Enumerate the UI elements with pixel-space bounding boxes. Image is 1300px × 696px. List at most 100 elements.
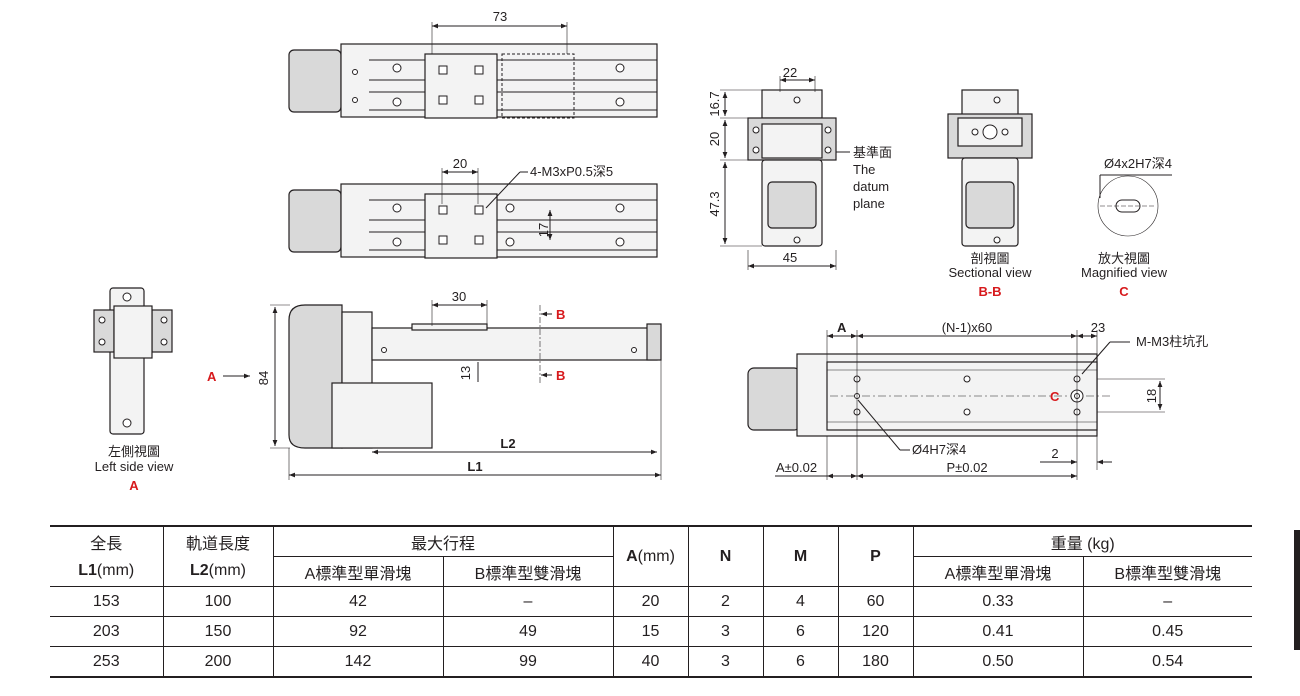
- header-stroke: 最大行程: [272, 525, 613, 557]
- dim-45: 45: [783, 250, 797, 265]
- dim-hole-4x2: Ø4x2H7深4: [1104, 156, 1172, 171]
- cell-weight-b: 0.45: [1082, 616, 1252, 647]
- top-view-1: 73: [288, 9, 658, 119]
- cell-m: 6: [762, 616, 838, 647]
- dim-2: 2: [1051, 446, 1058, 461]
- datum-en-3: plane: [853, 196, 885, 211]
- table-row: 203 150 92 49 15 3 6 120 0.41 0.45: [50, 616, 1252, 647]
- cell-n: 3: [687, 646, 763, 678]
- spec-table: 全長 軌道長度 最大行程 A(mm) N M P 重量 (kg) L1(mm) …: [50, 525, 1252, 678]
- cell-n: 3: [687, 616, 763, 647]
- header-m: M: [762, 525, 838, 587]
- technical-drawing: 73 20 4-M3xP0.5深5 17 84: [93, 9, 1208, 493]
- dim-84: 84: [256, 371, 271, 385]
- sectional-view: 剖視圖 Sectional view B-B: [947, 89, 1033, 299]
- cell-l2: 200: [162, 646, 273, 678]
- left-view-tag: A: [129, 478, 139, 493]
- header-row-1: 全長 軌道長度 最大行程 A(mm) N M P 重量 (kg): [50, 525, 1252, 587]
- cell-stroke-a: 142: [272, 646, 443, 678]
- header-weight-b: B標準型雙滑塊: [1082, 556, 1252, 587]
- header-l1-var: L1: [78, 562, 97, 580]
- header-l2-unit: (mm): [208, 562, 246, 580]
- magnified-view: Ø4x2H7深4 放大視圖 Magnified view C: [1081, 156, 1172, 299]
- cell-stroke-a: 92: [272, 616, 443, 647]
- datum-zh: 基準面: [853, 145, 892, 160]
- dim-30: 30: [452, 289, 466, 304]
- top-view-2: 20 4-M3xP0.5深5 17: [288, 156, 658, 259]
- header-a-unit: (mm): [637, 547, 675, 565]
- cell-l1: 203: [50, 616, 163, 647]
- view-arrow-a: A: [207, 369, 217, 384]
- header-row-2: L1(mm) L2(mm) A標準型單滑塊 B標準型雙滑塊 A標準型單滑塊 B標…: [50, 556, 1252, 587]
- cut-b-bottom: B: [556, 368, 565, 383]
- bottom-view: C A (N-1)x60 23 M-M3柱坑孔 18 2 Ø4H7深4 A±0.…: [747, 320, 1208, 480]
- cell-stroke-b: –: [442, 586, 613, 617]
- mag-zh: 放大視圖: [1098, 251, 1150, 266]
- cell-p: 60: [837, 586, 913, 617]
- cell-weight-a: 0.50: [912, 646, 1083, 678]
- table-row: 153 100 42 – 20 2 4 60 0.33 –: [50, 586, 1252, 617]
- header-stroke-b: B標準型雙滑塊: [442, 556, 613, 587]
- dim-p-tol: P±0.02: [946, 460, 987, 475]
- cell-m: 4: [762, 586, 838, 617]
- header-weight-a: A標準型單滑塊: [912, 556, 1083, 587]
- dim-a-top: A: [837, 320, 847, 335]
- section-zh: 剖視圖: [970, 251, 1009, 266]
- header-l1-zh: 全長: [90, 535, 123, 553]
- header-l2: 軌道長度: [162, 525, 273, 557]
- dim-22: 22: [783, 65, 797, 80]
- left-side-view: 左側視圖 Left side view A: [93, 287, 174, 493]
- dim-20: 20: [453, 156, 467, 171]
- section-tag: B-B: [978, 284, 1001, 299]
- mag-tag: C: [1119, 284, 1129, 299]
- header-a-var: A: [626, 547, 638, 565]
- cell-l1: 153: [50, 586, 163, 617]
- dim-20-v: 20: [707, 132, 722, 146]
- cell-l1: 253: [50, 646, 163, 678]
- dim-tap: 4-M3xP0.5深5: [530, 164, 613, 179]
- dim-17: 17: [536, 223, 551, 237]
- mag-en: Magnified view: [1081, 265, 1168, 280]
- section-en: Sectional view: [948, 265, 1032, 280]
- table-row: 253 200 142 99 40 3 6 180 0.50 0.54: [50, 646, 1252, 678]
- cell-p: 120: [837, 616, 913, 647]
- cell-m: 6: [762, 646, 838, 678]
- dim-a-tol: A±0.02: [776, 460, 817, 475]
- header-m-label: M: [793, 547, 808, 565]
- cell-a: 20: [612, 586, 688, 617]
- header-weight: 重量 (kg): [912, 525, 1252, 557]
- cell-weight-a: 0.41: [912, 616, 1083, 647]
- header-p: P: [837, 525, 913, 587]
- c-marker: C: [1050, 389, 1060, 404]
- cell-l2: 100: [162, 586, 273, 617]
- cell-weight-b: –: [1082, 586, 1252, 617]
- dim-hole-4: Ø4H7深4: [912, 442, 966, 457]
- header-l1-unit: (mm): [96, 562, 135, 580]
- dim-pitch: (N-1)x60: [942, 320, 993, 335]
- header-p-label: P: [870, 547, 881, 565]
- cell-stroke-b: 49: [442, 616, 613, 647]
- header-n-label: N: [719, 547, 732, 565]
- datum-en-1: The: [853, 162, 875, 177]
- cell-stroke-b: 99: [442, 646, 613, 678]
- dim-L2: L2: [500, 436, 515, 451]
- dim-mm3: M-M3柱坑孔: [1136, 334, 1208, 349]
- cell-p: 180: [837, 646, 913, 678]
- datum-en-2: datum: [853, 179, 889, 194]
- header-l1: 全長: [50, 525, 163, 557]
- header-n: N: [687, 525, 763, 587]
- cell-a: 15: [612, 616, 688, 647]
- cell-n: 2: [687, 586, 763, 617]
- dim-L1: L1: [467, 459, 482, 474]
- dim-73: 73: [493, 9, 507, 24]
- left-view-en: Left side view: [95, 459, 174, 474]
- cell-weight-a: 0.33: [912, 586, 1083, 617]
- cell-stroke-a: 42: [272, 586, 443, 617]
- dim-23: 23: [1091, 320, 1105, 335]
- header-l2-zh: 軌道長度: [185, 535, 250, 553]
- cell-a: 40: [612, 646, 688, 678]
- left-view-zh: 左側視圖: [108, 444, 160, 459]
- header-a: A(mm): [612, 525, 688, 587]
- cell-weight-b: 0.54: [1082, 646, 1252, 678]
- page-edge-tab: [1294, 530, 1300, 650]
